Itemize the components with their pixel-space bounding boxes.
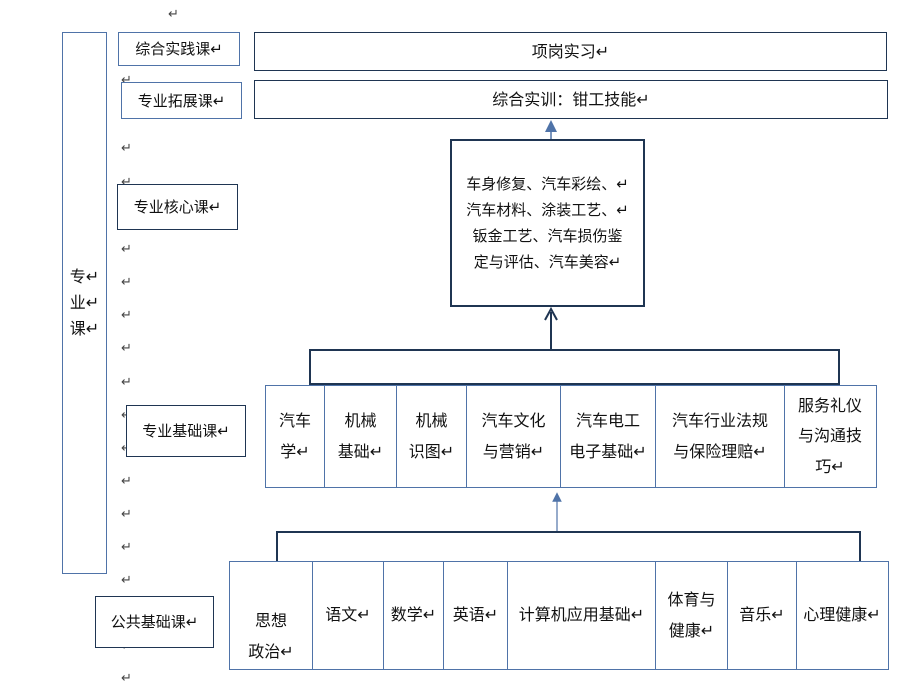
public-course-7: 音乐↵ (728, 562, 797, 669)
label-foundation: 专业基础课↵ (126, 405, 246, 457)
label-public: 公共基础课↵ (95, 596, 214, 648)
public-course-8: 心理健康↵ (803, 605, 881, 625)
arrowhead-foundation-to-core (544, 306, 558, 321)
label-expansion: 专业拓展课↵ (121, 82, 242, 119)
paragraph-mark: ↵ (121, 73, 132, 88)
paragraph-mark: ↵ (121, 573, 132, 588)
foundation-course-7: 服务礼仪 与沟通技 巧↵ (797, 395, 862, 476)
practice-course-box: 项岗实习↵ (254, 32, 887, 71)
paragraph-mark: ↵ (121, 540, 132, 555)
paragraph-mark: ↵ (121, 242, 132, 257)
paragraph-mark: ↵ (121, 175, 132, 190)
paragraph-mark: ↵ (121, 308, 132, 323)
paragraph-mark: ↵ (121, 474, 132, 489)
foundation-course-4: 汽车文化 与营销↵ (467, 386, 561, 487)
label-core: 专业核心课↵ (117, 184, 238, 230)
public-courses-row: 思想 政治↵语文↵数学↵英语↵计算机应用基础↵体育与 健康↵音乐↵ 心理健康↵ (229, 561, 889, 670)
foundation-course-3: 机械 识图↵ (397, 386, 467, 487)
paragraph-mark: ↵ (168, 7, 179, 22)
paragraph-mark: ↵ (121, 375, 132, 390)
public-course-5: 计算机应用基础↵ (508, 562, 656, 669)
bracket-public (276, 531, 861, 561)
paragraph-mark: ↵ (121, 671, 132, 686)
foundation-header-bar (309, 349, 840, 385)
foundation-courses-row: 汽车 学↵机械 基础↵机械 识图↵汽车文化 与营销↵汽车电工 电子基础↵汽车行业… (265, 385, 877, 488)
public-course-1: 思想 政治↵ (230, 562, 313, 669)
foundation-course-5: 汽车电工 电子基础↵ (561, 386, 656, 487)
public-course-6: 体育与 健康↵ (656, 562, 728, 669)
major-course-label: 专↵ 业↵ 课↵ (69, 267, 100, 338)
foundation-course-2: 机械 基础↵ (325, 386, 397, 487)
core-courses-box: 车身修复、汽车彩绘、↵ 汽车材料、涂装工艺、↵ 钣金工艺、汽车损伤鉴 定与评估、… (450, 139, 645, 307)
foundation-course-1: 汽车 学↵ (266, 386, 325, 487)
public-course-3: 数学↵ (384, 562, 444, 669)
major-course-box: 专↵ 业↵ 课↵ (62, 32, 107, 574)
public-course-4: 英语↵ (444, 562, 508, 669)
expansion-course-box: 综合实训：钳工技能↵ (254, 80, 888, 119)
foundation-course-6: 汽车行业法规 与保险理赔↵ (656, 386, 785, 487)
public-course-2: 语文↵ (313, 562, 384, 669)
paragraph-mark: ↵ (121, 341, 132, 356)
core-courses-text: 车身修复、汽车彩绘、↵ 汽车材料、涂装工艺、↵ 钣金工艺、汽车损伤鉴 定与评估、… (466, 174, 629, 272)
paragraph-mark: ↵ (121, 275, 132, 290)
paragraph-mark: ↵ (121, 141, 132, 156)
paragraph-mark: ↵ (121, 507, 132, 522)
label-practice: 综合实践课↵ (118, 32, 240, 66)
